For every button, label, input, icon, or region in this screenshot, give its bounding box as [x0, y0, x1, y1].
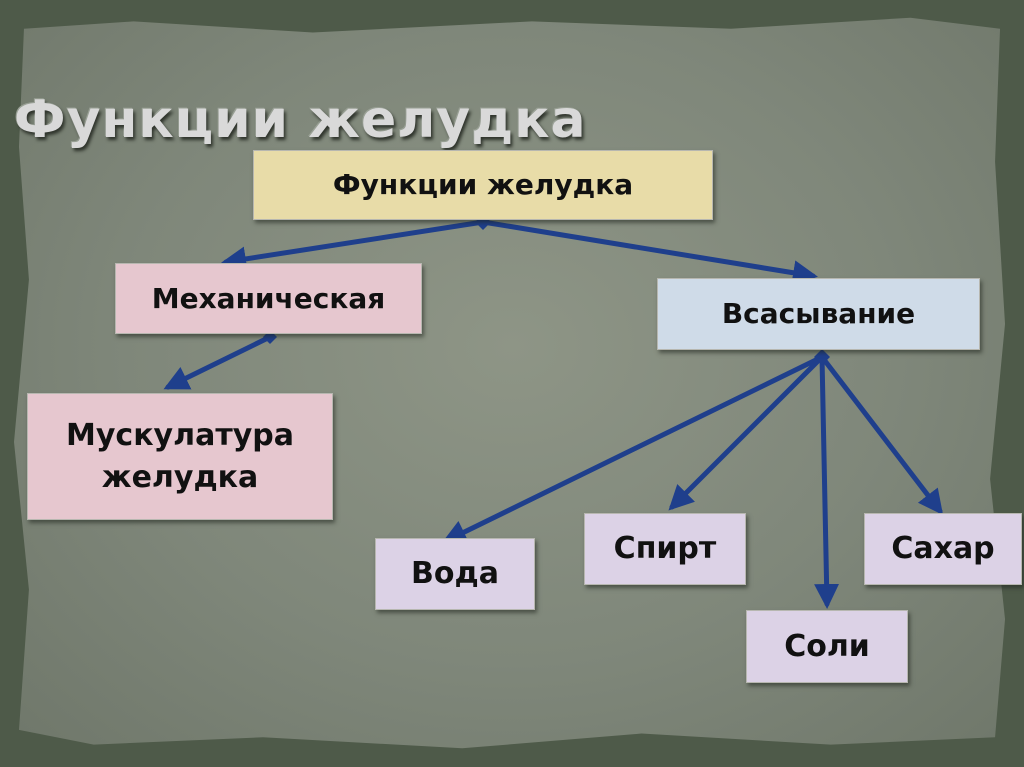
salts-node: Соли — [746, 610, 908, 683]
root-node: Функции желудка — [253, 150, 713, 220]
arrow-absorption-to-alcohol — [668, 354, 825, 511]
mechanical-node-label: Механическая — [151, 281, 386, 315]
slide-title: Функции желудка — [14, 90, 587, 150]
arrow-absorption-to-water — [441, 354, 825, 544]
muscles-node-label-line1: Мускулатура — [66, 417, 294, 453]
arrow-root-to-absorption — [480, 219, 818, 286]
arrow-root-to-mechanical — [221, 219, 486, 272]
arrow-absorption-to-salts — [814, 354, 840, 609]
muscles-node-label-line2: желудка — [101, 459, 259, 495]
water-node-label: Вода — [411, 556, 499, 591]
muscles-node: Мускулатура желудка — [27, 393, 333, 520]
junction-absorption — [814, 349, 830, 365]
arrow-mechanical-to-muscles — [163, 334, 273, 390]
salts-node-label: Соли — [784, 628, 870, 664]
root-node-label: Функции желудка — [332, 168, 634, 202]
arrow-absorption-to-sugar — [819, 354, 944, 515]
sugar-node-label: Сахар — [891, 531, 995, 566]
sugar-node: Сахар — [864, 513, 1022, 585]
absorption-node: Всасывание — [657, 278, 980, 350]
mechanical-node: Механическая — [115, 263, 422, 334]
water-node: Вода — [375, 538, 535, 610]
absorption-node-label: Всасывание — [721, 297, 916, 331]
alcohol-node-label: Спирт — [613, 531, 717, 566]
alcohol-node: Спирт — [584, 513, 746, 585]
